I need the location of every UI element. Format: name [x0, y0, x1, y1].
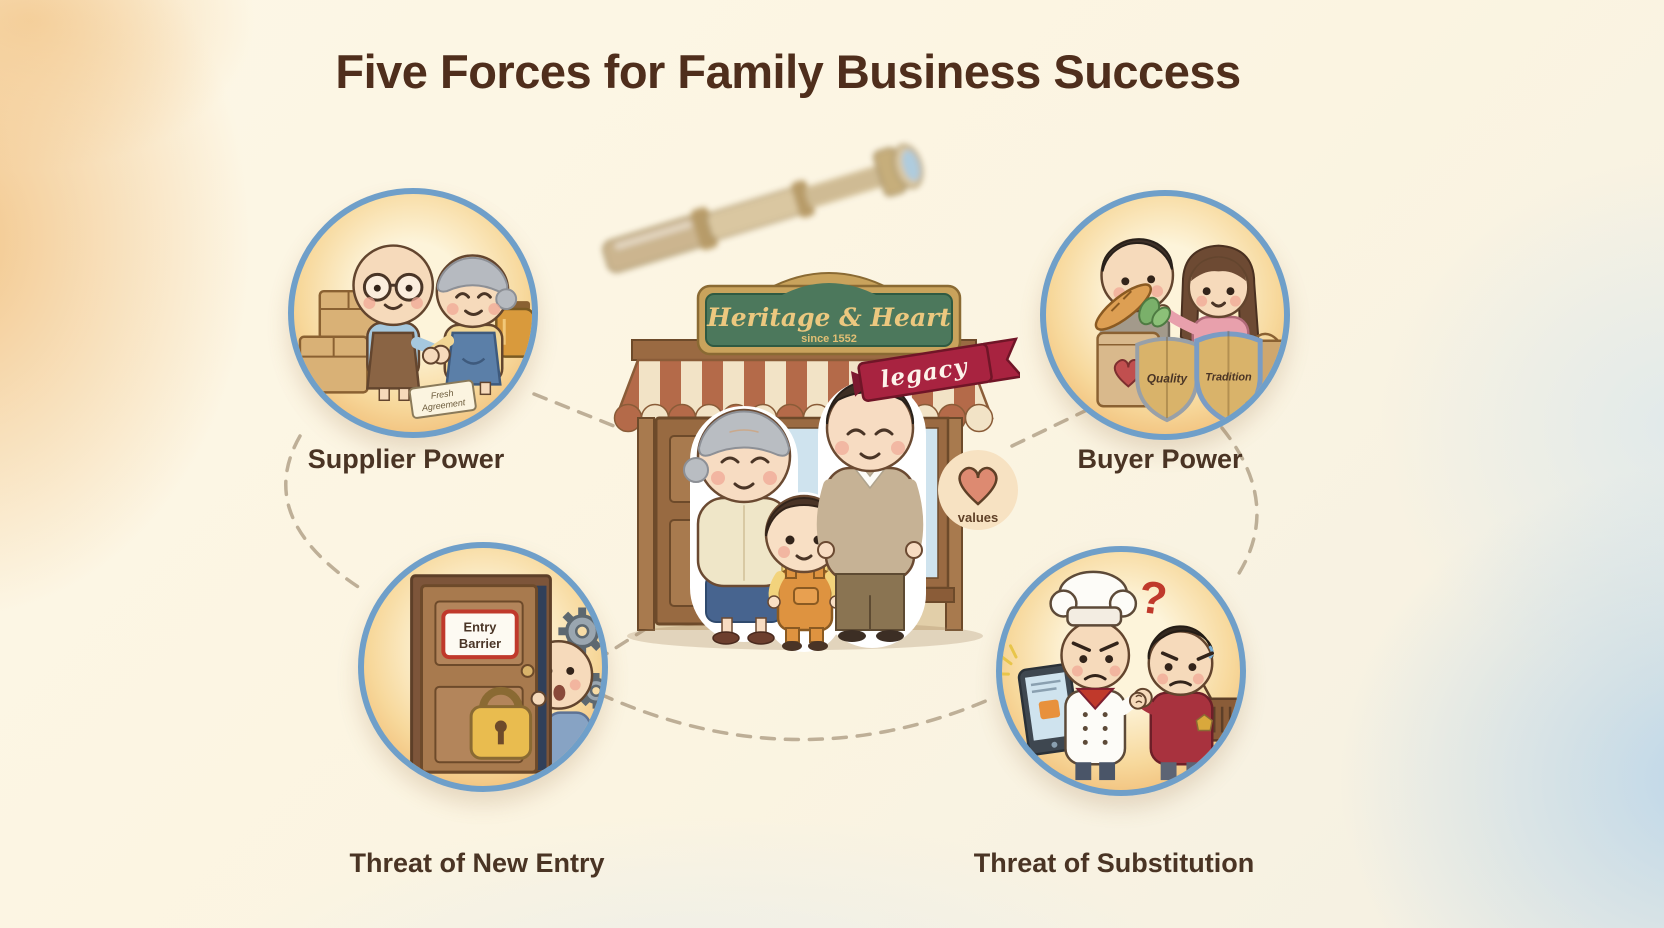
substitution-label: Threat of Substitution	[973, 848, 1255, 878]
handshake-icon	[421, 344, 451, 365]
storefront-scene: Heritage & Heart since 1552	[602, 143, 1020, 652]
shield-tradition-icon: Tradition	[1194, 330, 1263, 425]
supplier-man-figure	[352, 244, 449, 402]
rival-figure	[1134, 625, 1214, 781]
svg-text:Tradition: Tradition	[1205, 371, 1252, 383]
substitution-illustration: ?	[1002, 570, 1240, 781]
svg-text:Fresh: Fresh	[430, 388, 454, 401]
new-entry-illustration: Entry Barrier	[410, 574, 602, 774]
father-figure	[816, 380, 924, 642]
values-badge-label: values	[958, 510, 998, 525]
shop-sign-title: Heritage & Heart	[706, 303, 951, 332]
shop-sign: Heritage & Heart since 1552	[696, 272, 962, 356]
substitution-circle: ?	[996, 546, 1246, 796]
boxes-icon	[298, 289, 379, 394]
padlock-icon	[469, 686, 533, 760]
supplier-power-label: Supplier Power	[307, 444, 505, 474]
buyer-illustration: Quality Tradition	[1094, 238, 1284, 425]
connector-topright-diagonal	[1010, 396, 1114, 448]
shop-sign-subtitle: since 1552	[801, 333, 857, 345]
newcomer-hand	[530, 690, 547, 707]
chef-figure	[1049, 570, 1146, 781]
door-icon: Entry Barrier	[410, 574, 552, 774]
grandmother-figure	[683, 408, 817, 645]
shield-quality-icon: Quality	[1135, 336, 1199, 423]
svg-text:Quality: Quality	[1147, 371, 1189, 385]
new-entry-label: Threat of New Entry	[349, 848, 605, 878]
supplier-illustration: Fresh Agreement	[298, 244, 532, 419]
values-badge: values	[938, 450, 1018, 530]
supplier-power-circle: Fresh Agreement	[288, 188, 538, 438]
buyer-power-label: Buyer Power	[1077, 444, 1243, 474]
family-illustration	[683, 380, 926, 652]
connector-topleft-diagonal	[532, 392, 626, 432]
new-entry-circle: Entry Barrier	[358, 542, 608, 792]
svg-text:Barrier: Barrier	[459, 636, 501, 651]
fist-bump-icon	[1128, 687, 1153, 710]
agreement-note: Fresh Agreement	[408, 379, 477, 419]
chef-hat-icon	[1049, 570, 1138, 627]
connector-bottom-arc	[598, 692, 990, 742]
svg-text:Entry: Entry	[464, 619, 498, 634]
question-mark: ?	[1136, 571, 1171, 625]
connector-right-arc	[1220, 426, 1259, 580]
neckerchief-icon	[1075, 687, 1116, 711]
page-title: Five Forces for Family Business Success	[335, 45, 1241, 98]
heart-icon	[958, 466, 998, 506]
jar-icon	[495, 301, 532, 358]
entry-barrier-sign: Entry Barrier	[441, 609, 519, 660]
connector-left-arc	[284, 434, 368, 594]
telescope-icon	[602, 143, 924, 273]
buyer-power-circle: Quality Tradition	[1040, 190, 1290, 440]
legacy-ribbon: legacy	[850, 337, 1020, 402]
